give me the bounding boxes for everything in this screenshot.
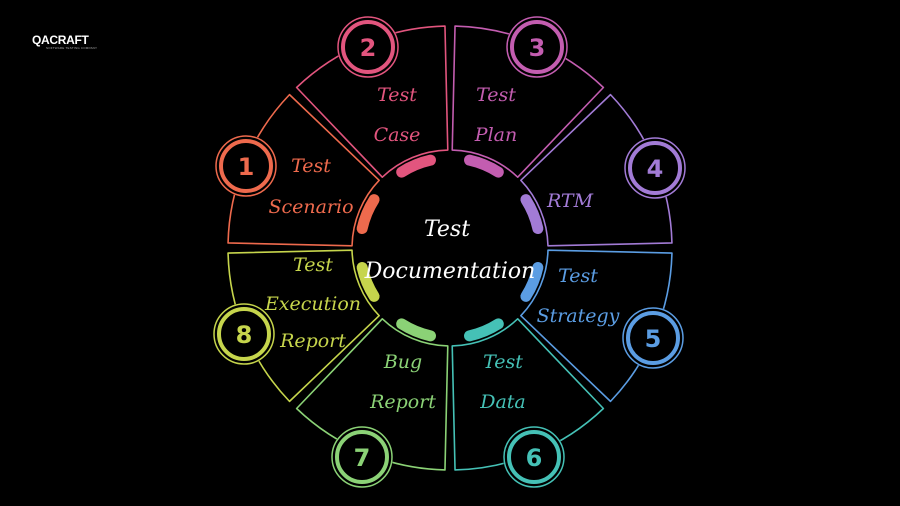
- step-8-badge: 8: [213, 303, 275, 365]
- step-number: 7: [354, 444, 371, 472]
- step-number: 3: [529, 34, 546, 62]
- badge-inner-ring: [510, 20, 564, 74]
- badge-outer-ring: [624, 137, 686, 199]
- segment-3-outline: [451, 25, 605, 178]
- segment-1-outline: [227, 93, 380, 247]
- badge-backdrop: [624, 137, 686, 199]
- segment-6-label-line: Test: [483, 351, 523, 373]
- segment-2-outline: [295, 25, 449, 178]
- segment-4-outline: [520, 93, 673, 247]
- segment-4-arc: [520, 194, 544, 235]
- segment-1-arc: [356, 194, 380, 235]
- segment-5-arc: [520, 261, 544, 302]
- badge-backdrop: [503, 426, 565, 488]
- step-2-badge: 2: [337, 16, 399, 78]
- badge-inner-ring: [507, 430, 561, 484]
- segment-7-label-line: Bug: [383, 351, 422, 373]
- segment-7-label-line: Report: [369, 391, 436, 413]
- segment-8-label-line: Test: [293, 254, 333, 276]
- segment-8-label-line: Execution: [264, 293, 361, 315]
- badge-outer-ring: [215, 135, 277, 197]
- brand-logo: QACRAFT SOFTWARE TESTING COMPANY: [32, 33, 97, 50]
- center-title-line2: Documentation: [364, 259, 536, 284]
- badge-outer-ring: [331, 426, 393, 488]
- step-number: 5: [645, 325, 662, 353]
- segment-3-label-line: Plan: [474, 124, 517, 146]
- step-7-badge: 7: [331, 426, 393, 488]
- segment-2-label-line: Test: [377, 84, 417, 106]
- step-6-badge: 6: [503, 426, 565, 488]
- segment-7-outline: [295, 318, 449, 471]
- segment-6-label-line: Data: [479, 391, 526, 413]
- step-5-badge: 5: [622, 307, 684, 369]
- segment-6-arc: [463, 318, 504, 342]
- badge-inner-ring: [628, 141, 682, 195]
- segment-1-label-line: Scenario: [268, 196, 353, 218]
- segment-8-label-line: Report: [279, 330, 346, 352]
- segment-5-outline: [520, 249, 673, 403]
- badge-backdrop: [337, 16, 399, 78]
- step-number: 1: [238, 153, 255, 181]
- segment-5-label-line: Test: [558, 265, 598, 287]
- badge-outer-ring: [503, 426, 565, 488]
- badge-backdrop: [215, 135, 277, 197]
- badge-outer-ring: [506, 16, 568, 78]
- step-3-badge: 3: [506, 16, 568, 78]
- segment-8-outline: [227, 249, 380, 403]
- step-4-badge: 4: [624, 137, 686, 199]
- segment-2-label-line: Case: [374, 124, 421, 146]
- badge-outer-ring: [337, 16, 399, 78]
- segment-3-label-line: Test: [476, 84, 516, 106]
- segment-3-arc: [463, 154, 504, 178]
- segment-2-arc: [396, 154, 437, 178]
- badge-backdrop: [331, 426, 393, 488]
- segment-5-label-line: Strategy: [537, 305, 620, 327]
- badge-backdrop: [506, 16, 568, 78]
- segment-7-arc: [396, 318, 437, 342]
- badge-inner-ring: [219, 139, 273, 193]
- badge-outer-ring: [622, 307, 684, 369]
- badge-outer-ring: [213, 303, 275, 365]
- step-1-badge: 1: [215, 135, 277, 197]
- center-title-line1: Test: [424, 217, 470, 242]
- badge-inner-ring: [341, 20, 395, 74]
- badge-inner-ring: [335, 430, 389, 484]
- badge-inner-ring: [626, 311, 680, 365]
- segment-8-arc: [356, 261, 380, 302]
- segment-6-outline: [451, 318, 605, 471]
- badge-backdrop: [622, 307, 684, 369]
- logo-subtitle: SOFTWARE TESTING COMPANY: [46, 46, 98, 50]
- badge-backdrop: [213, 303, 275, 365]
- step-number: 4: [647, 155, 664, 183]
- segment-4-label-line: RTM: [546, 190, 594, 212]
- badge-inner-ring: [217, 307, 271, 361]
- step-number: 2: [360, 34, 377, 62]
- logo-text: QACRAFT: [32, 33, 89, 47]
- segment-1-label-line: Test: [291, 155, 331, 177]
- step-number: 6: [526, 444, 543, 472]
- step-number: 8: [236, 321, 253, 349]
